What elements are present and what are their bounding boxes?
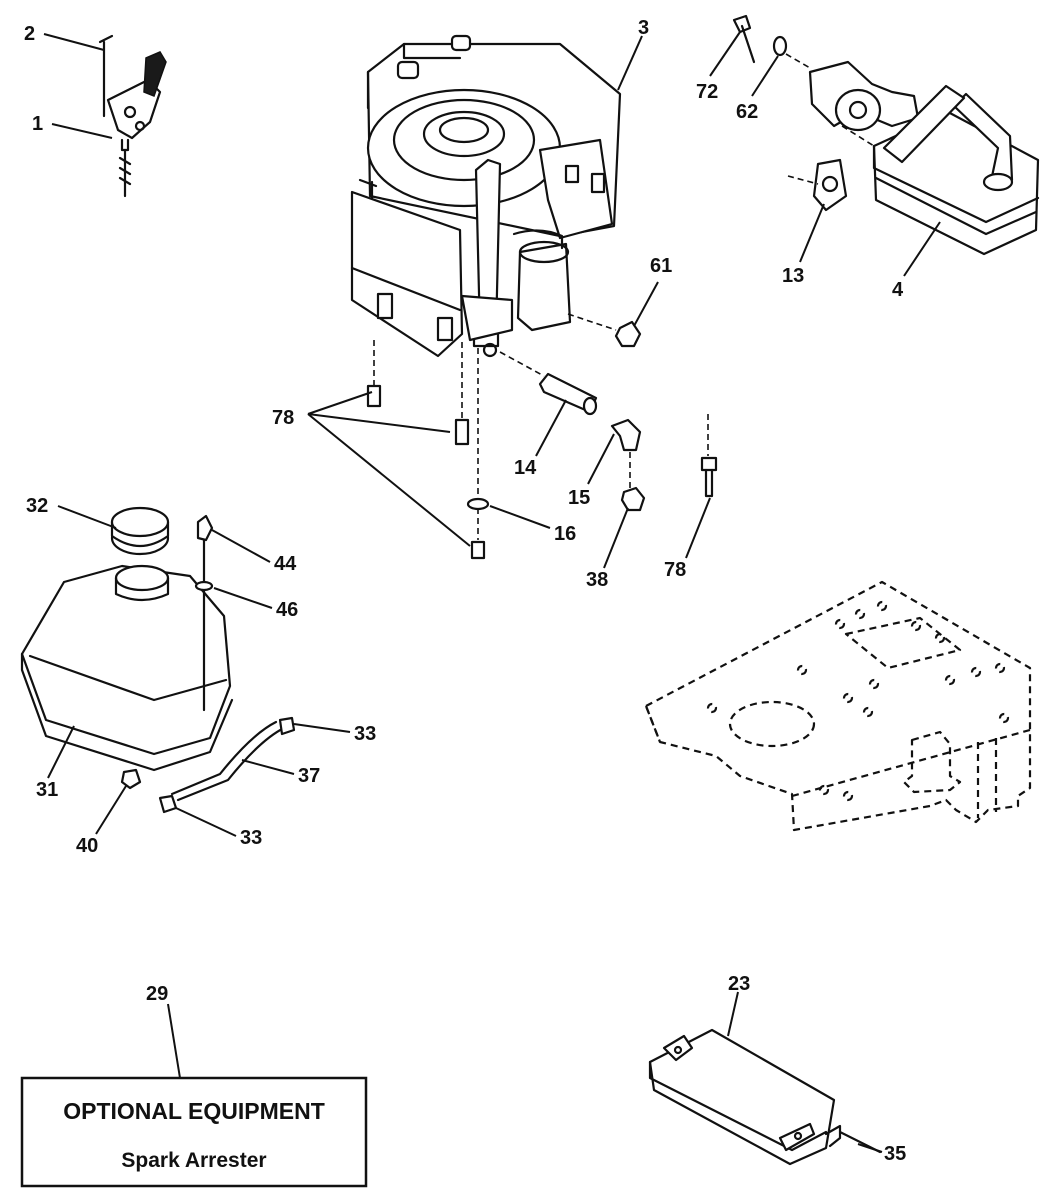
callout-62: 62 <box>736 101 758 123</box>
callout-40: 40 <box>76 835 98 857</box>
leader-72 <box>709 31 741 77</box>
leader-4 <box>903 221 941 277</box>
throttle-control <box>98 34 167 198</box>
leader-37 <box>241 759 295 775</box>
callout-72: 72 <box>696 81 718 103</box>
callout-3: 3 <box>638 17 649 39</box>
leader-61 <box>633 281 659 327</box>
leader-3 <box>617 35 643 91</box>
leader-13 <box>799 203 825 263</box>
callout-33: 33 <box>354 723 376 745</box>
nut-61 <box>567 313 642 348</box>
callout-23: 23 <box>728 973 750 995</box>
callout-14: 14 <box>514 457 537 479</box>
callout-29: 29 <box>146 983 168 1005</box>
leader-78-a <box>307 391 373 415</box>
leader-35 <box>857 1143 883 1153</box>
frame-phantom <box>644 580 1032 832</box>
callout-78: 78 <box>272 407 294 429</box>
leader-1 <box>51 123 113 139</box>
callout-13: 13 <box>782 265 804 287</box>
leader-62 <box>751 55 779 97</box>
callout-44: 44 <box>274 553 297 575</box>
leader-2 <box>43 33 105 51</box>
optional-equipment-title: OPTIONAL EQUIPMENT <box>63 1098 325 1124</box>
leader-23 <box>727 991 739 1037</box>
leader-44 <box>211 529 271 563</box>
leader-78-b <box>307 413 451 433</box>
leader-33-a <box>293 723 351 733</box>
callout-2: 2 <box>24 23 35 45</box>
callout-31: 31 <box>36 779 58 801</box>
optional-equipment-box <box>20 1076 368 1188</box>
callout-16: 16 <box>554 523 576 545</box>
callout-37: 37 <box>298 765 320 787</box>
callout-15: 15 <box>568 487 590 509</box>
leader-78-right <box>685 497 711 559</box>
callout-1: 1 <box>32 113 43 135</box>
callout-4: 4 <box>892 279 904 301</box>
leader-33-b <box>175 807 237 837</box>
leader-32 <box>57 505 117 529</box>
callout-78-right: 78 <box>664 559 686 581</box>
engine <box>350 34 622 358</box>
heat-shield <box>648 1028 882 1166</box>
callout-46: 46 <box>276 599 298 621</box>
muffler-assembly <box>732 14 1040 256</box>
callout-33-lower: 33 <box>240 827 262 849</box>
callout-38: 38 <box>586 569 608 591</box>
callout-61: 61 <box>650 255 672 277</box>
leader-14 <box>535 399 567 457</box>
leader-46 <box>213 587 273 609</box>
leader-31 <box>47 725 75 779</box>
engine-mounting-hardware <box>366 340 718 560</box>
leader-16 <box>489 505 551 529</box>
callout-32: 32 <box>26 495 48 517</box>
leader-40 <box>95 785 127 835</box>
leader-15 <box>587 433 615 485</box>
leader-38 <box>603 507 629 569</box>
callout-35: 35 <box>884 1143 906 1165</box>
leader-78-c <box>307 413 471 547</box>
optional-equipment-subtitle: Spark Arrester <box>121 1149 266 1172</box>
leader-29 <box>167 1003 181 1079</box>
